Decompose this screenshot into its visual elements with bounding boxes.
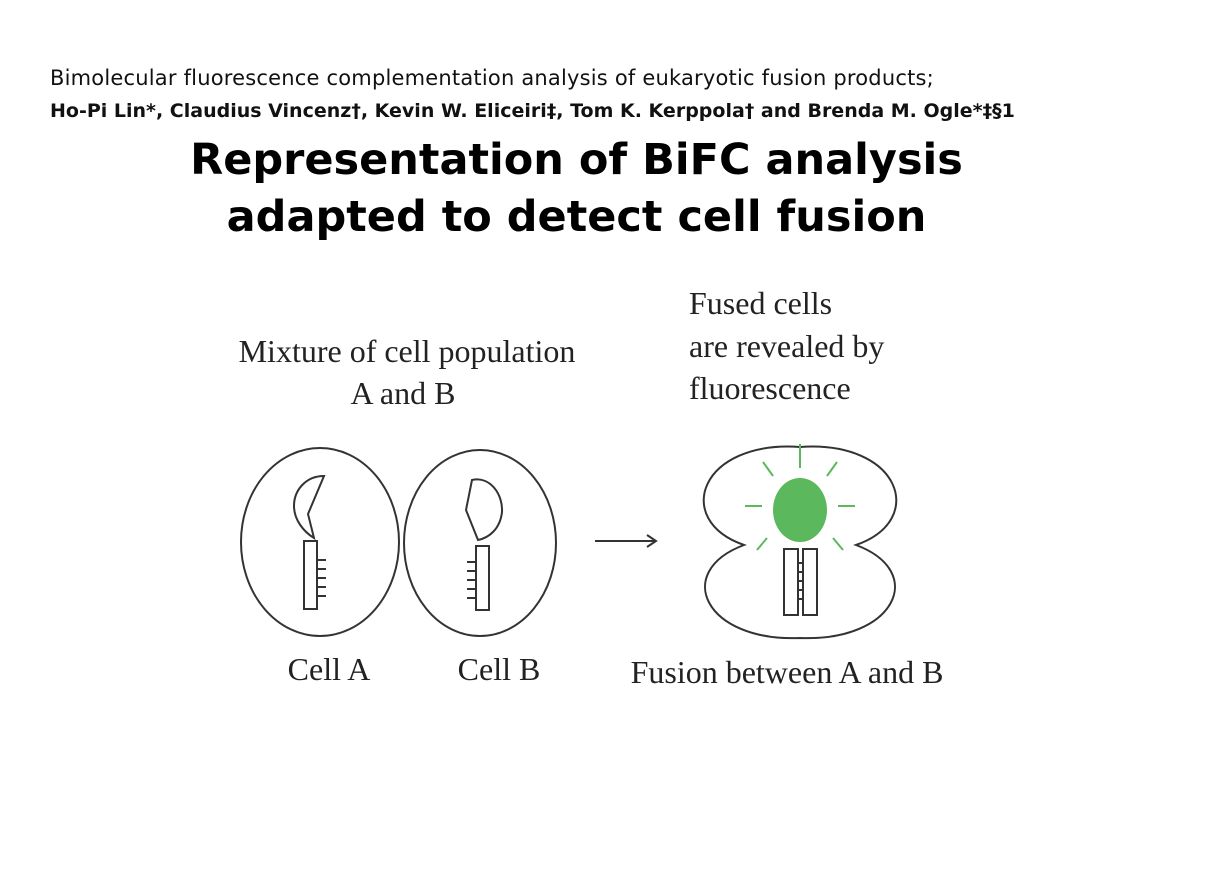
cell-b xyxy=(403,449,557,637)
cell-b-receptor-ticks xyxy=(467,561,476,599)
cell-a-label: Cell A xyxy=(288,651,371,687)
reconstituted-fluorophore xyxy=(773,478,827,542)
fluorescence-rays xyxy=(745,444,855,551)
citation-line: Bimolecular fluorescence complementation… xyxy=(50,66,934,90)
cell-a-receptor-ticks xyxy=(317,559,326,597)
cell-b-fluorophore-fragment xyxy=(464,478,504,542)
mixture-label-line-1: Mixture of cell population xyxy=(239,333,576,369)
fused-label-line-1: Fused cells xyxy=(689,285,832,321)
title-line-2: adapted to detect cell fusion xyxy=(226,192,927,242)
fused-receptor-ticks xyxy=(798,562,803,600)
fused-label-line-3: fluorescence xyxy=(689,370,851,406)
cell-a-membrane xyxy=(240,447,400,637)
cell-b-receptor xyxy=(475,545,490,611)
cell-a-receptor xyxy=(303,540,318,610)
fused-label-line-2: are revealed by xyxy=(689,328,884,364)
cell-b-label: Cell B xyxy=(458,651,541,687)
authors-line: Ho-Pi Lin*, Claudius Vincenz†, Kevin W. … xyxy=(50,100,1015,122)
mixture-label-line-2: A and B xyxy=(351,375,456,411)
cell-a-fluorophore-fragment xyxy=(292,474,326,541)
title-line-1: Representation of BiFC analysis xyxy=(190,135,963,185)
cell-b-membrane xyxy=(403,449,557,637)
fused-receptor-left xyxy=(783,548,799,616)
fused-receptor-right xyxy=(802,548,818,616)
fused-cell xyxy=(702,444,898,640)
fused-cell-membrane xyxy=(702,445,898,640)
slide-title: Representation of BiFC analysis adapted … xyxy=(0,132,1153,246)
right-arrow-icon xyxy=(595,534,658,548)
fusion-label: Fusion between A and B xyxy=(631,654,944,690)
cell-a xyxy=(240,447,400,637)
